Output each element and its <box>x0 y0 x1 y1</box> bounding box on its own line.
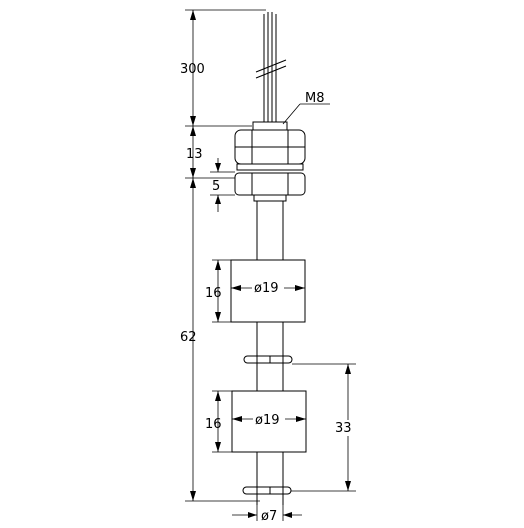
dim-float1-height-label: 16 <box>205 286 222 301</box>
dim-float2-diameter-label: ø19 <box>255 413 280 428</box>
dim-float-travel-label: 33 <box>335 421 352 436</box>
dim-float2-height-label: 16 <box>205 417 222 432</box>
upper-clip <box>243 355 293 364</box>
dim-cable-length-label: 300 <box>180 62 205 77</box>
dim-float1-diameter-label: ø19 <box>254 281 279 296</box>
dim-cable-length: 300 <box>180 9 266 127</box>
dim-float2-height: 16 <box>205 390 232 453</box>
lower-clip <box>242 486 292 495</box>
dim-nut-height-label: 13 <box>186 147 203 162</box>
thread-label: M8 <box>305 91 325 106</box>
dim-stem-diameter-label: ø7 <box>261 509 277 524</box>
nut-assembly <box>234 121 306 202</box>
dim-nut-height: 13 <box>185 126 235 179</box>
thread-callout: M8 <box>282 91 330 125</box>
dim-gap: 5 <box>210 158 235 212</box>
dim-float-travel: 33 <box>291 363 356 492</box>
dim-float1-height: 16 <box>205 259 231 323</box>
dim-total-length-label: 62 <box>180 330 197 345</box>
dim-gap-label: 5 <box>212 179 220 194</box>
dim-float2-diameter: ø19 <box>232 409 306 428</box>
stem <box>256 201 284 505</box>
dim-float1-diameter: ø19 <box>231 278 305 296</box>
dim-stem-diameter: ø7 <box>232 505 302 524</box>
dim-total-length: 62 <box>180 178 260 502</box>
cable-wires <box>255 12 287 122</box>
